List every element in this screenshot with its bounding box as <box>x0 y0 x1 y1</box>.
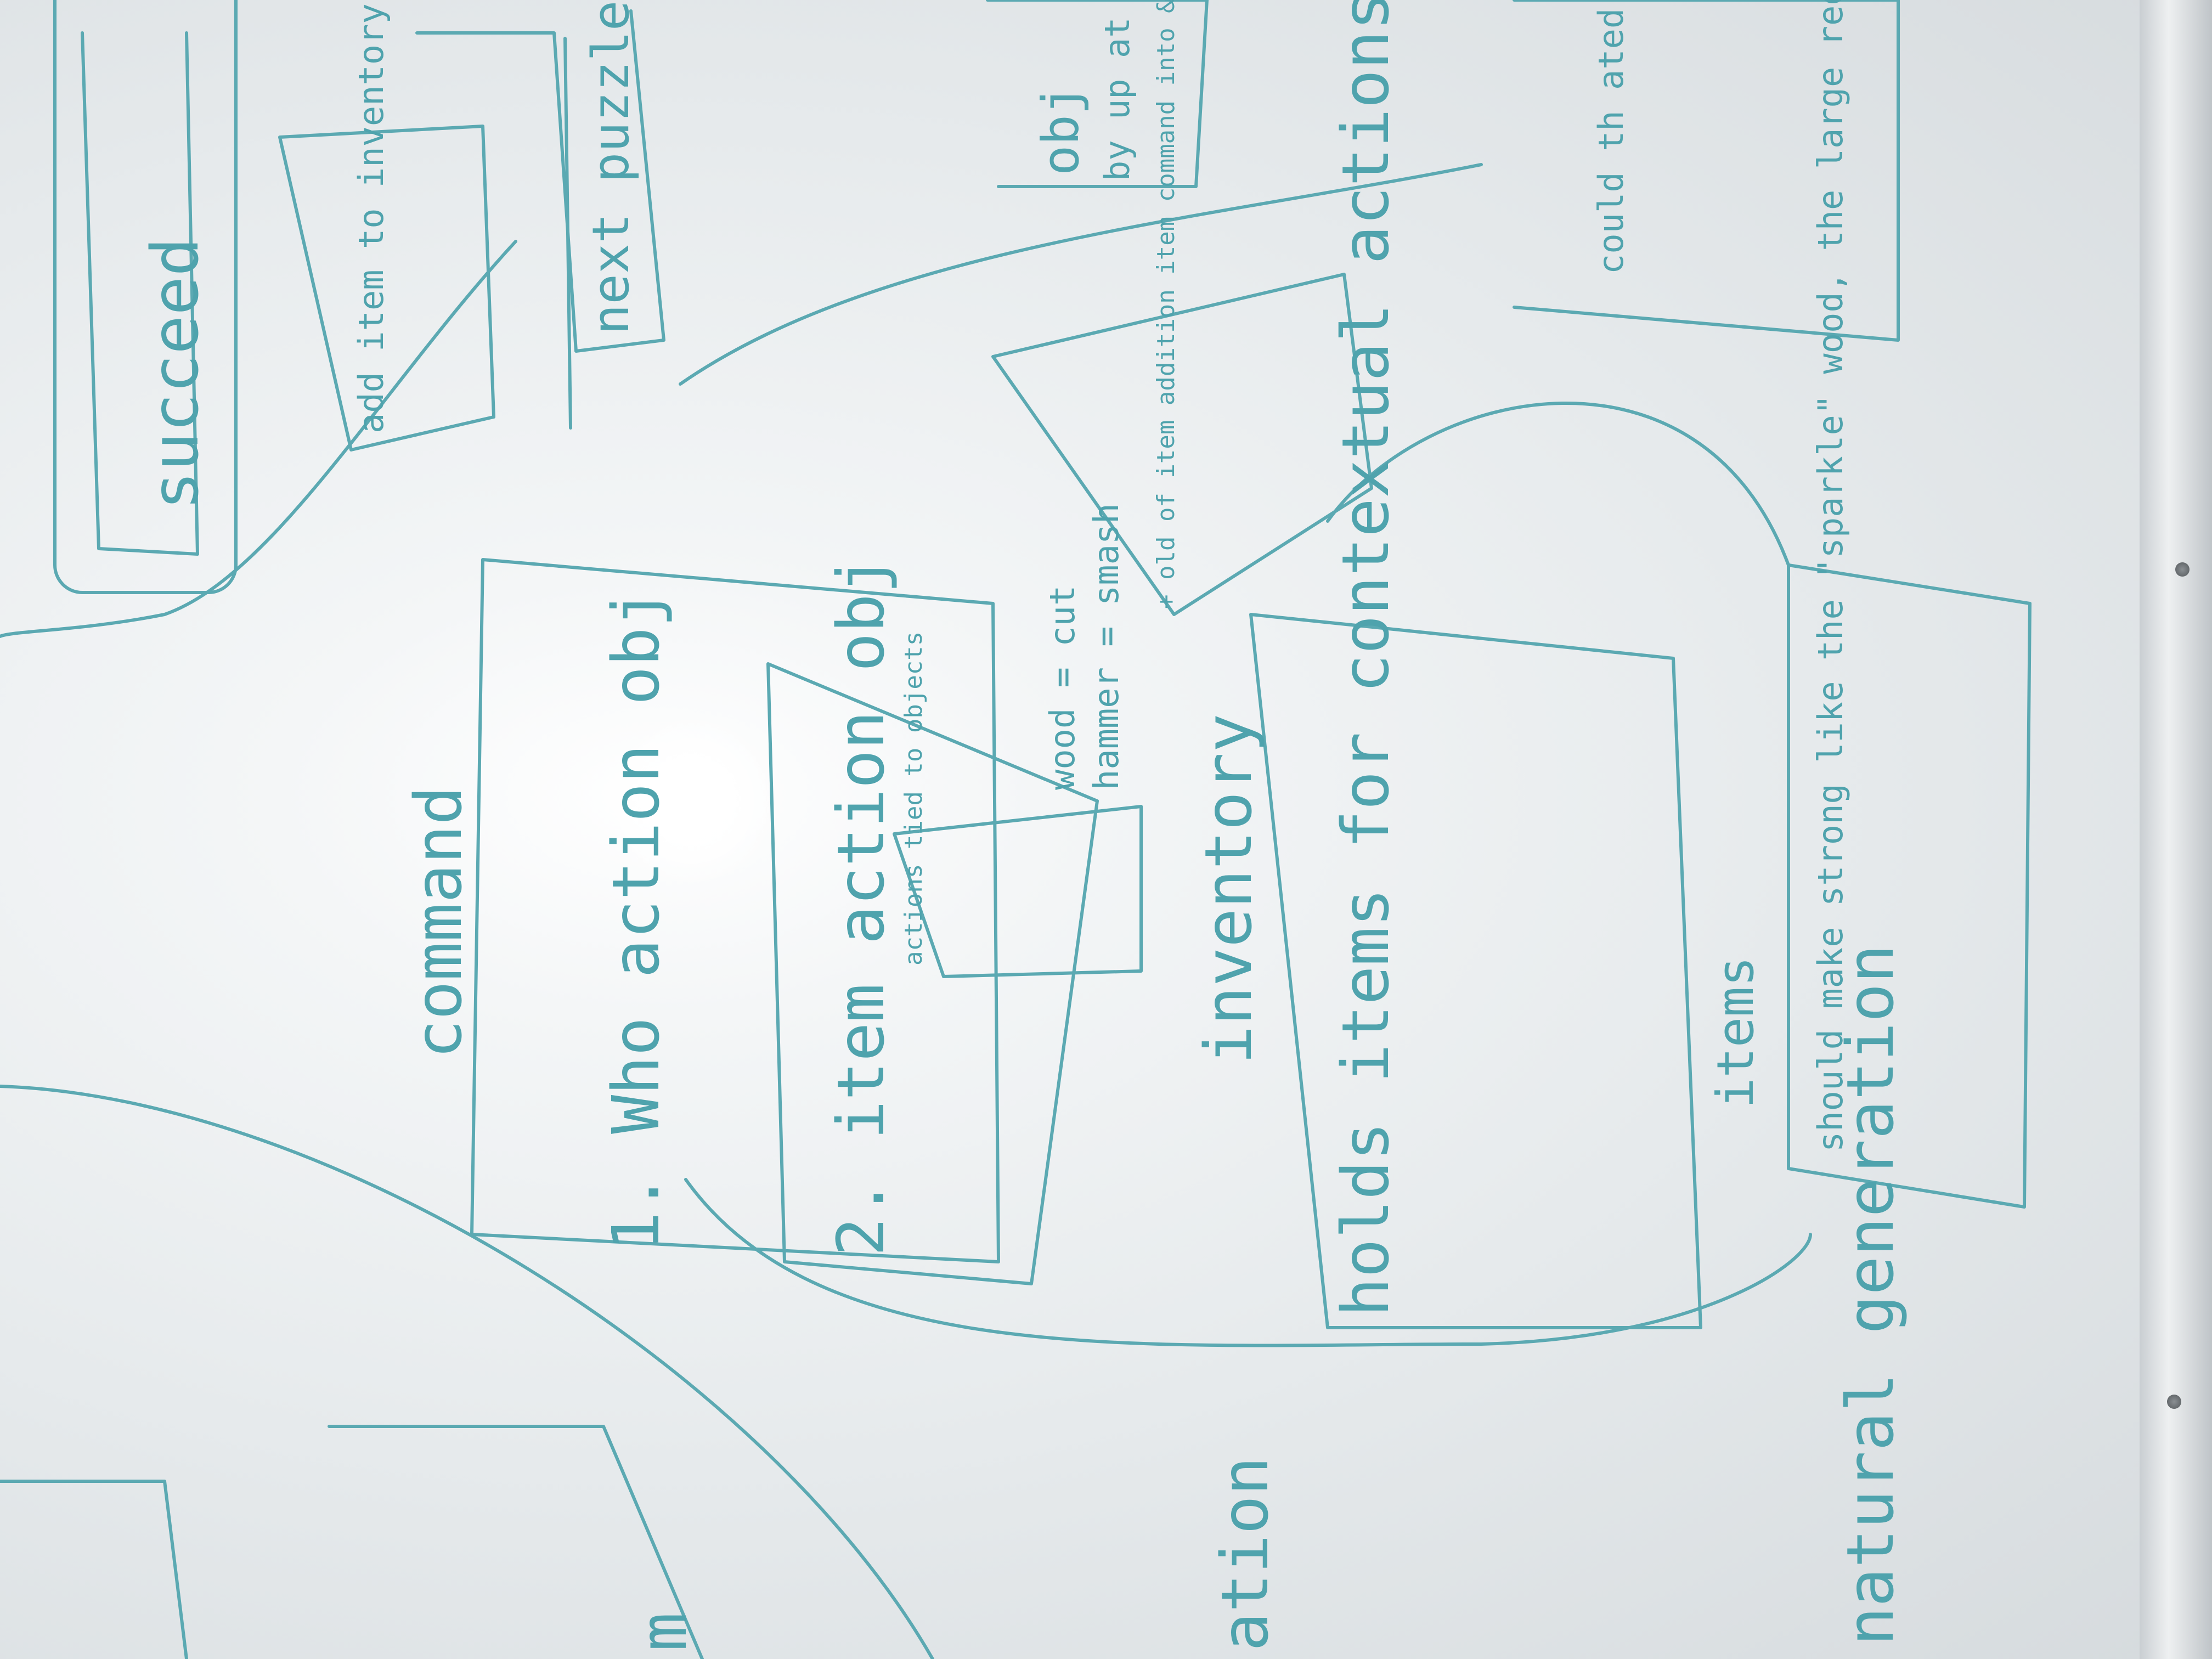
could-box <box>1513 0 1900 342</box>
note-holds-items: holds items for contextual actions <box>1328 0 1403 1317</box>
connector-top <box>679 163 1483 386</box>
succeed-box <box>53 0 238 594</box>
note-obj: obj <box>1031 84 1090 176</box>
note-item-action-obj: 2. item action obj <box>823 555 899 1256</box>
frame-screw-bottom <box>2167 1395 2181 1409</box>
next-puzzle-box <box>415 9 665 353</box>
note-who-action-obj: 1. Who action obj <box>598 588 674 1251</box>
whiteboard-surface <box>0 0 2151 1659</box>
natural-generation-curve <box>328 1425 704 1659</box>
frame-screw-top <box>2175 562 2190 577</box>
connector-left <box>0 240 517 638</box>
note-add-item: add item to inventory <box>351 3 391 433</box>
old-item-box <box>991 273 1373 616</box>
marker-drawings <box>0 0 2032 1659</box>
note-wood-cut: wood = cut <box>1042 585 1082 790</box>
note-hammer-smash: hammer = smash <box>1086 503 1126 790</box>
note-add-item-list: + old of item addition item command into… <box>1152 0 1180 609</box>
light-glare <box>603 713 779 889</box>
note-actions-tied: actions tied to objects <box>900 631 928 966</box>
note-succeed: succeed <box>137 237 213 510</box>
note-could: could th ated also should have number of… <box>1591 0 1631 274</box>
note-obj-by: by up at be <box>1097 0 1137 181</box>
inventory-box <box>1249 613 1702 1329</box>
succeed-outline <box>81 31 199 556</box>
note-inventory: inventory <box>1190 713 1266 1064</box>
connector-right <box>1326 402 1790 567</box>
item-action-box <box>766 662 1099 1285</box>
who-action-box <box>470 558 1000 1263</box>
note-m: m <box>625 1612 701 1651</box>
note-next-puzzle: next puzzle <box>582 0 640 335</box>
obj-box <box>986 0 1209 188</box>
whiteboard-frame <box>2140 0 2212 1659</box>
actions-tied-box <box>893 805 1143 978</box>
note-ation: ation <box>1207 1456 1283 1651</box>
corner-box <box>0 1480 188 1659</box>
connector-flow <box>684 1178 1812 1347</box>
note-items: items <box>1706 956 1765 1108</box>
connector-bottom-left <box>0 1085 934 1659</box>
items-box <box>1787 563 2032 1209</box>
add-item-box <box>278 125 495 452</box>
note-natural-generation: natural generation <box>1832 944 1908 1646</box>
note-command: command <box>400 786 476 1059</box>
